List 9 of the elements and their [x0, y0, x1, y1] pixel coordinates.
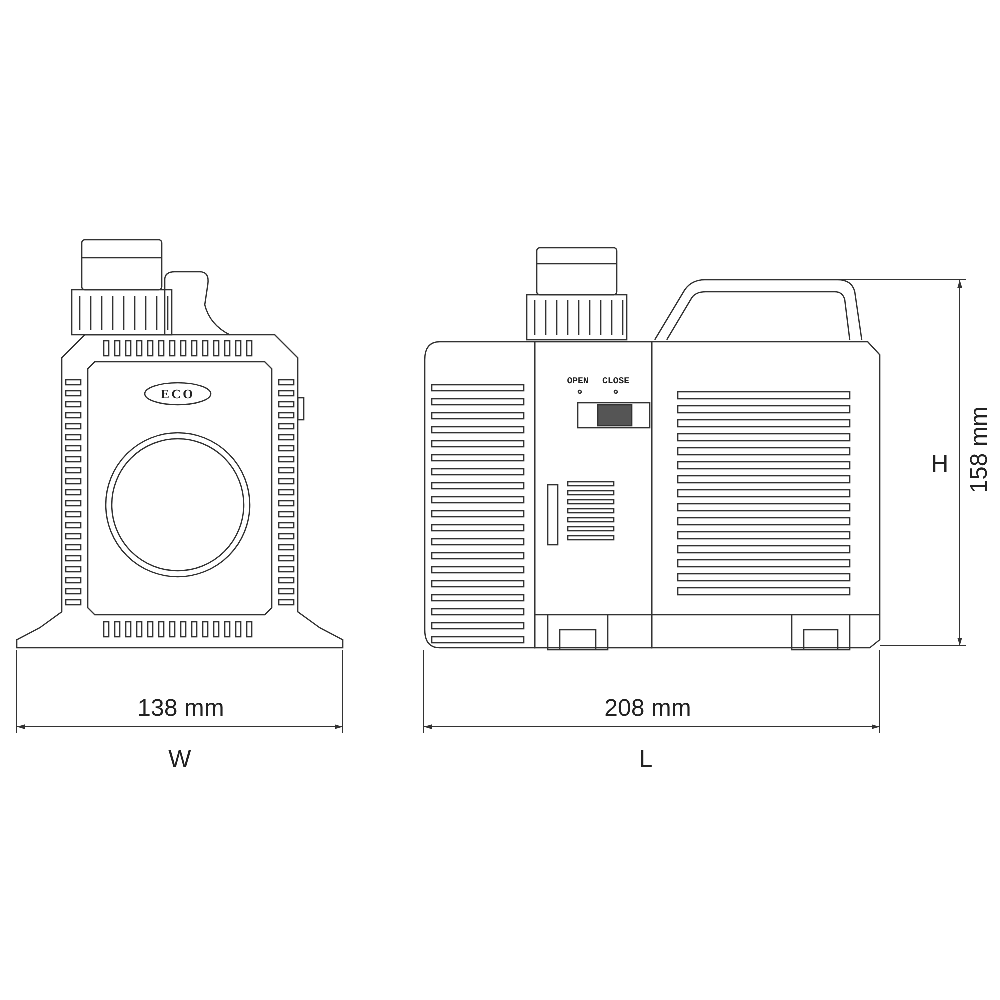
- dimension-value: 208 mm: [604, 697, 692, 721]
- switch-label: OPEN: [567, 378, 589, 386]
- dimension-value: 158 mm: [968, 406, 992, 494]
- dimension-value: 138 mm: [138, 697, 224, 721]
- dimension-symbol: H: [931, 453, 949, 477]
- dimension-symbol: W: [168, 748, 192, 772]
- switch-label: CLOSE: [602, 378, 630, 386]
- embossed-label: ECO: [160, 388, 196, 400]
- dimension-symbol: L: [639, 748, 653, 772]
